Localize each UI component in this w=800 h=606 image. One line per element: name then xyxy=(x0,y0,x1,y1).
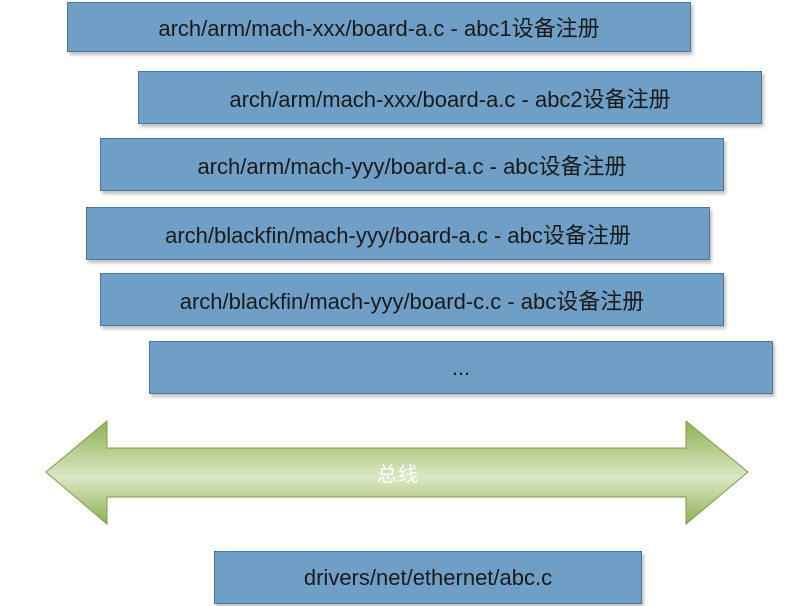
device-registration-box-4: arch/blackfin/mach-yyy/board-a.c - abc设备… xyxy=(86,207,710,260)
device-registration-label-4: arch/blackfin/mach-yyy/board-a.c - abc设备… xyxy=(165,222,631,248)
device-registration-box-2: arch/arm/mach-xxx/board-a.c - abc2设备注册 xyxy=(138,71,762,124)
device-registration-box-1: arch/arm/mach-xxx/board-a.c - abc1设备注册 xyxy=(67,2,691,52)
device-registration-label-3: arch/arm/mach-yyy/board-a.c - abc设备注册 xyxy=(197,153,627,179)
driver-label: drivers/net/ethernet/abc.c xyxy=(303,564,553,590)
bus-label: 总线 xyxy=(377,462,419,486)
device-registration-box-5: arch/blackfin/mach-yyy/board-c.c - abc设备… xyxy=(100,273,724,326)
device-registration-box-3: arch/arm/mach-yyy/board-a.c - abc设备注册 xyxy=(100,138,724,191)
ellipsis-label: ... xyxy=(451,354,471,380)
device-registration-box-ellipsis: ... xyxy=(149,341,773,394)
device-registration-label-1: arch/arm/mach-xxx/board-a.c - abc1设备注册 xyxy=(158,16,600,41)
device-registration-label-2: arch/arm/mach-xxx/board-a.c - abc2设备注册 xyxy=(229,86,671,112)
driver-box: drivers/net/ethernet/abc.c xyxy=(214,551,642,604)
device-registration-label-5: arch/blackfin/mach-yyy/board-c.c - abc设备… xyxy=(179,288,645,314)
